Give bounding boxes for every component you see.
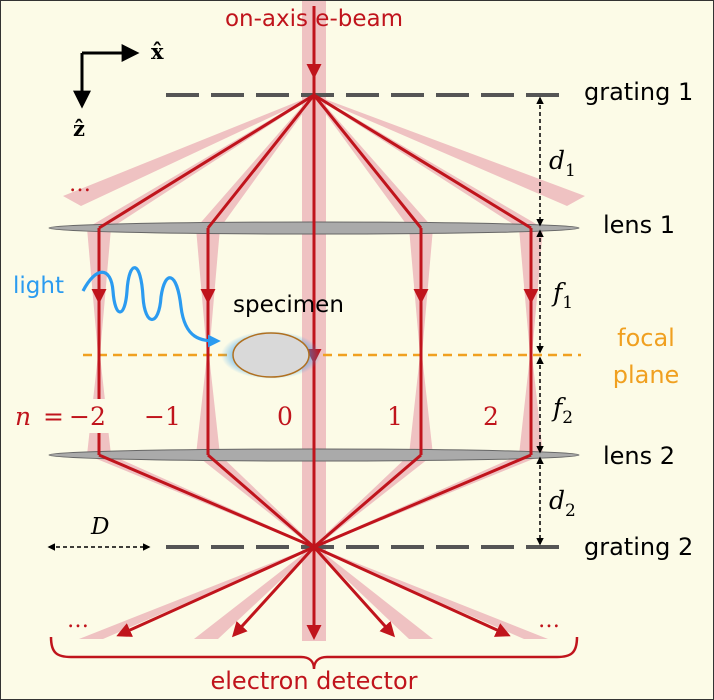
ellipsis-lower-left: … bbox=[67, 608, 89, 633]
ray-lower-0 bbox=[98, 453, 315, 549]
distance-f1: f1 bbox=[551, 278, 573, 313]
order-2: 2 bbox=[483, 402, 499, 431]
lens-2-label: lens 2 bbox=[603, 442, 675, 470]
electron-rays bbox=[91, 6, 539, 640]
distance-f2: f2 bbox=[551, 393, 573, 428]
band-out-1 bbox=[194, 547, 316, 639]
ellipsis-lower-right: … bbox=[538, 608, 560, 633]
band-out-0 bbox=[79, 547, 316, 639]
order-minus-2: −2 bbox=[69, 402, 106, 431]
axis-x-label: x̂ bbox=[151, 39, 164, 64]
focal-plane-label-2: plane bbox=[613, 361, 680, 389]
beam-label: on-axis e-beam bbox=[225, 6, 403, 32]
ellipsis-upper-left: … bbox=[69, 172, 91, 197]
band-outer-left bbox=[63, 95, 318, 206]
order-minus-1: −1 bbox=[144, 402, 181, 431]
order-0: 0 bbox=[277, 402, 293, 431]
order-eq: = bbox=[43, 402, 64, 431]
axes-icon: x̂ ẑ bbox=[73, 39, 164, 141]
ray-lower-3 bbox=[313, 453, 422, 549]
ray-lower-4 bbox=[313, 453, 532, 549]
distance-D: D bbox=[90, 514, 109, 540]
ray-lower-1 bbox=[207, 453, 315, 549]
ray-out-4 bbox=[313, 545, 511, 637]
order-var: n bbox=[15, 402, 31, 431]
distance-markers bbox=[47, 96, 544, 551]
lens-1-label: lens 1 bbox=[603, 211, 675, 239]
detector-label: electron detector bbox=[211, 667, 418, 695]
specimen-label: specimen bbox=[233, 292, 344, 318]
focal-plane-label-1: focal bbox=[617, 324, 675, 352]
light-wave-arrow bbox=[81, 266, 221, 348]
specimen bbox=[221, 331, 321, 379]
ray-upper-0 bbox=[98, 93, 315, 230]
band-out-3 bbox=[312, 547, 433, 639]
ray-out-1 bbox=[231, 545, 316, 638]
grating-1-label: grating 1 bbox=[584, 78, 693, 106]
band-out-4 bbox=[312, 547, 548, 639]
axis-z-label: ẑ bbox=[73, 116, 85, 141]
order-labels: n = −2 −1 0 1 2 bbox=[11, 399, 503, 433]
ray-upper-1 bbox=[206, 94, 316, 229]
distance-d2: d2 bbox=[549, 486, 576, 521]
order-1: 1 bbox=[387, 402, 403, 431]
ray-out-3 bbox=[312, 545, 396, 638]
grating-2-label: grating 2 bbox=[584, 533, 693, 561]
distance-d1: d1 bbox=[549, 146, 576, 181]
ray-upper-4 bbox=[313, 93, 532, 230]
ray-upper-3 bbox=[312, 94, 423, 229]
ray-out-0 bbox=[116, 545, 315, 637]
light-label: light bbox=[13, 273, 64, 299]
band-outer-right bbox=[310, 95, 585, 206]
detector-bracket bbox=[49, 636, 579, 670]
